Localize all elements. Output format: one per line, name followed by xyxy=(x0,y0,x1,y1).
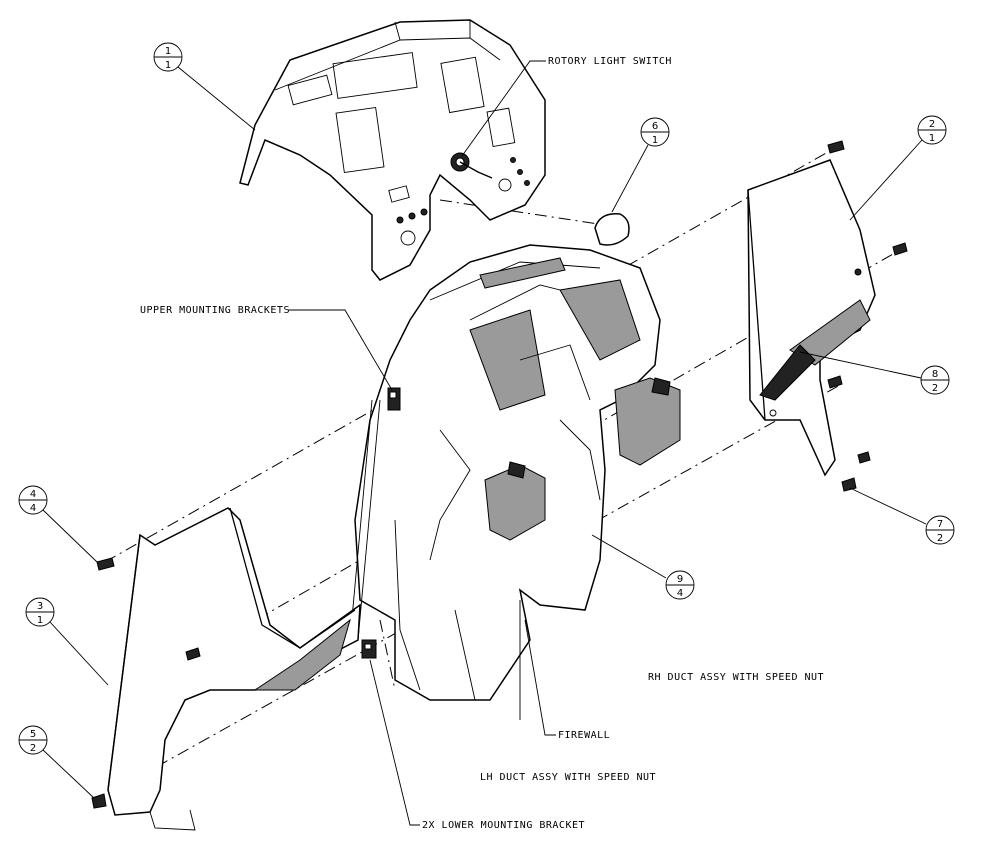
svg-text:9: 9 xyxy=(677,574,683,585)
upper-brackets-label: UPPER MOUNTING BRACKETS xyxy=(140,305,393,391)
callout-1: 1 1 xyxy=(153,42,256,131)
callout-5: 5 2 xyxy=(18,725,95,799)
svg-text:5: 5 xyxy=(30,729,36,740)
svg-text:2: 2 xyxy=(929,119,935,130)
callout-2: 2 1 xyxy=(849,115,947,221)
callout-3: 3 1 xyxy=(25,597,109,686)
callout-4: 4 4 xyxy=(18,485,98,563)
rh-duct-label: RH DUCT ASSY WITH SPEED NUT xyxy=(648,672,824,683)
screw-icon xyxy=(827,140,845,154)
callout-7: 7 2 xyxy=(849,487,955,545)
screw-icon xyxy=(185,647,201,661)
knob-cap-part xyxy=(594,213,630,246)
lh-duct-panel xyxy=(107,507,361,831)
svg-text:3: 3 xyxy=(37,601,43,612)
dash-bezel-part xyxy=(239,19,546,281)
center-console-part xyxy=(354,244,681,720)
svg-text:UPPER MOUNTING BRACKETS: UPPER MOUNTING BRACKETS xyxy=(140,305,290,316)
svg-text:FIREWALL: FIREWALL xyxy=(558,730,610,741)
lower-mounting-bracket xyxy=(361,639,377,659)
svg-text:4: 4 xyxy=(30,489,36,500)
lh-duct-label: LH DUCT ASSY WITH SPEED NUT xyxy=(480,772,656,783)
fasteners xyxy=(91,140,908,809)
callout-9: 9 4 xyxy=(591,534,695,600)
screw-icon xyxy=(827,375,843,389)
speed-nut-icon xyxy=(841,477,857,492)
svg-text:1: 1 xyxy=(165,60,171,71)
screw-icon xyxy=(96,557,115,571)
svg-text:ROTORY LIGHT SWITCH: ROTORY LIGHT SWITCH xyxy=(548,56,672,67)
svg-text:7: 7 xyxy=(937,519,943,530)
screw-icon xyxy=(91,793,107,809)
svg-text:1: 1 xyxy=(37,615,43,626)
upper-mounting-bracket xyxy=(349,387,401,641)
svg-text:LH DUCT ASSY WITH SPEED NUT: LH DUCT ASSY WITH SPEED NUT xyxy=(480,772,656,783)
svg-text:4: 4 xyxy=(677,588,683,599)
svg-text:1: 1 xyxy=(929,133,935,144)
firewall-label: FIREWALL xyxy=(524,619,610,741)
rotary-switch-label: ROTORY LIGHT SWITCH xyxy=(461,56,672,157)
svg-text:RH DUCT ASSY WITH SPEED NUT: RH DUCT ASSY WITH SPEED NUT xyxy=(648,672,824,683)
callout-6: 6 1 xyxy=(611,117,670,213)
rh-duct-panel xyxy=(747,159,876,477)
svg-text:6: 6 xyxy=(652,121,658,132)
svg-text:2: 2 xyxy=(937,533,943,544)
lower-bracket-label: 2X LOWER MOUNTING BRACKET xyxy=(369,659,585,831)
svg-text:1: 1 xyxy=(652,135,658,146)
svg-text:4: 4 xyxy=(30,503,36,514)
screw-icon xyxy=(892,242,908,256)
svg-text:2X LOWER MOUNTING BRACKET: 2X LOWER MOUNTING BRACKET xyxy=(422,820,585,831)
speed-nut-icon xyxy=(857,451,871,464)
svg-text:2: 2 xyxy=(932,383,938,394)
svg-text:8: 8 xyxy=(932,369,938,380)
svg-text:2: 2 xyxy=(30,743,36,754)
svg-text:1: 1 xyxy=(165,46,171,57)
callout-8: 8 2 xyxy=(799,351,950,395)
